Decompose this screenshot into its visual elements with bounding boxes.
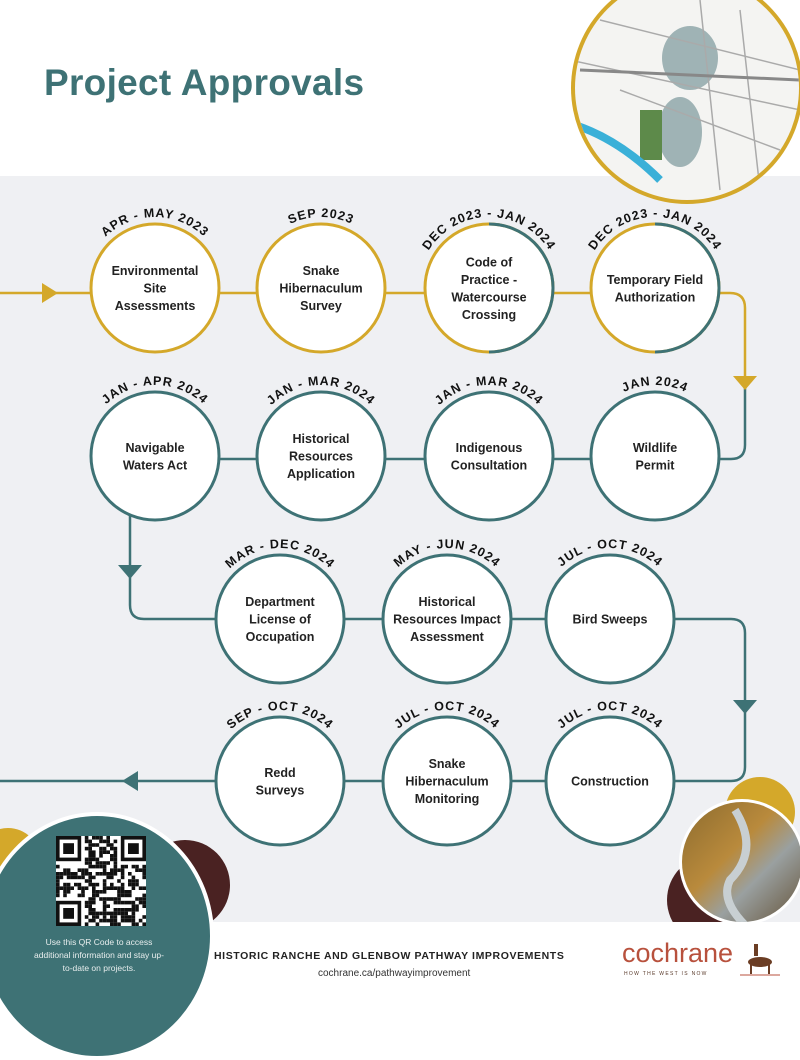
step-label: Crossing (462, 308, 516, 322)
step-circle (89, 390, 221, 522)
arrow-down-icon (733, 700, 757, 714)
step-label: Code of (466, 255, 513, 269)
footer-url[interactable]: cochrane.ca/pathwayimprovement (318, 968, 471, 979)
step-label: Site (144, 282, 167, 296)
step-label: Resources Impact (393, 613, 502, 627)
rider-icon (740, 944, 780, 976)
step-label: Occupation (246, 630, 315, 644)
step-circle (214, 553, 346, 685)
step-label: Resources (289, 450, 353, 464)
step-label: Assessments (115, 299, 196, 313)
step-circle (255, 222, 387, 354)
step-circle (214, 715, 346, 847)
timeline-path-gold (0, 291, 747, 380)
step-circle (544, 553, 676, 685)
step-label: License of (249, 613, 312, 627)
step-label: Hibernaculum (279, 282, 362, 296)
map-image (571, 0, 800, 204)
step-label: Permit (636, 458, 676, 472)
step-label: Hibernaculum (405, 775, 488, 789)
qr-caption: Use this QR Code to access additional in… (34, 937, 164, 973)
timeline-step: JUL - OCT 2024SnakeHibernaculumMonitorin… (381, 699, 513, 847)
step-label: Snake (303, 264, 340, 278)
logo-tagline: HOW THE WEST IS NOW (624, 971, 708, 977)
step-label: Waters Act (123, 458, 188, 472)
timeline-diagram: APR - MAY 2023EnvironmentalSiteAssessmen… (0, 0, 800, 945)
step-label: Survey (300, 299, 342, 313)
step-date: SEP 2023 (286, 206, 356, 227)
step-label: Consultation (451, 458, 527, 472)
step-circle (423, 390, 555, 522)
step-label: Watercourse (451, 290, 526, 304)
step-circle (589, 390, 721, 522)
step-circle (381, 553, 513, 685)
step-circle (544, 715, 676, 847)
step-label: Wildlife (633, 441, 677, 455)
step-circle (381, 715, 513, 847)
cochrane-logo: cochrane (622, 938, 734, 968)
arrow-down-icon (733, 376, 757, 390)
arrow-right-icon (42, 283, 58, 303)
step-label: Surveys (256, 783, 305, 797)
footer-title: HISTORIC RANCHE AND GLENBOW PATHWAY IMPR… (214, 950, 565, 962)
step-date: JAN 2024 (620, 374, 691, 395)
step-label: Construction (571, 775, 649, 789)
step-label: Environmental (112, 264, 199, 278)
step-label: Navigable (125, 441, 184, 455)
wetland-photo (679, 799, 800, 925)
step-label: Historical (419, 595, 476, 609)
timeline-step: APR - MAY 2023EnvironmentalSiteAssessmen… (89, 206, 221, 354)
step-label: Practice - (461, 273, 517, 287)
step-label: Monitoring (415, 792, 480, 806)
timeline-path-teal (0, 380, 747, 783)
step-label: Authorization (615, 290, 696, 304)
step-label: Redd (264, 766, 295, 780)
arrow-left-icon (122, 771, 138, 791)
step-label: Temporary Field (607, 273, 703, 287)
step-label: Indigenous (456, 441, 523, 455)
step-label: Assessment (410, 630, 484, 644)
step-label: Department (245, 595, 315, 609)
step-circle (89, 222, 221, 354)
step-label: Historical (293, 432, 350, 446)
step-label: Application (287, 467, 355, 481)
timeline-step: JAN - MAR 2024HistoricalResourcesApplica… (255, 374, 387, 522)
step-label: Bird Sweeps (572, 613, 647, 627)
step-circle (255, 390, 387, 522)
step-label: Snake (429, 757, 466, 771)
qr-code[interactable] (56, 836, 146, 926)
page-title: Project Approvals (44, 62, 365, 103)
arrow-down-icon (118, 565, 142, 579)
